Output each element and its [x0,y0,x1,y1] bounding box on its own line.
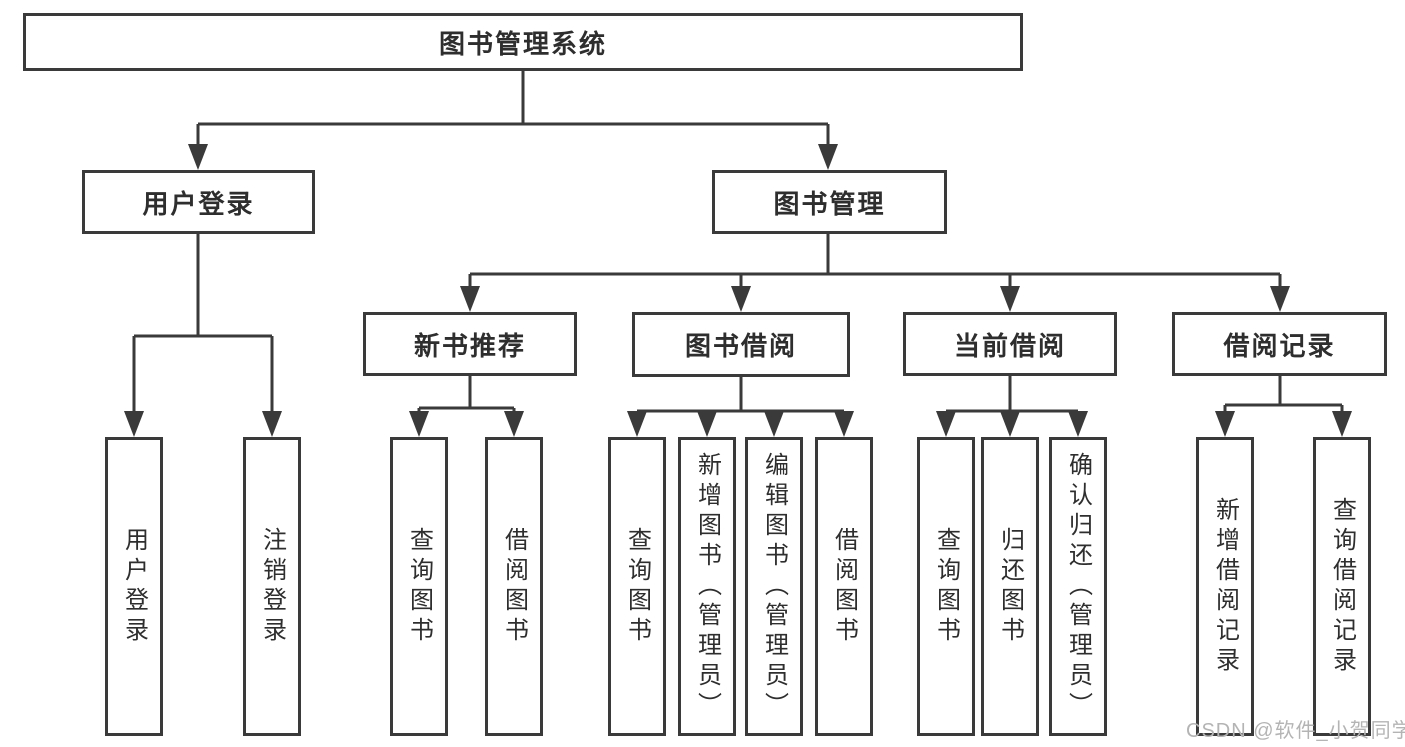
leaf-add-borrow-record: 新增借阅记录 [1196,437,1254,736]
node-user-login: 用户登录 [82,170,315,234]
node-current-borrowing: 当前借阅 [903,312,1117,376]
leaf-return-book: 归还图书 [981,437,1039,736]
leaf-borrow-book-recommend: 借阅图书 [485,437,543,736]
csdn-watermark: CSDN @软件_小贺同学 [1186,720,1405,742]
node-borrow-records: 借阅记录 [1172,312,1387,376]
leaf-logout: 注销登录 [243,437,301,736]
leaf-query-book-current: 查询图书 [917,437,975,736]
leaf-query-book-borrowing: 查询图书 [608,437,666,736]
node-new-book-recommend: 新书推荐 [363,312,577,376]
leaf-confirm-return-admin: 确认归还（管理员） [1049,437,1107,736]
leaf-borrow-book-borrowing: 借阅图书 [815,437,873,736]
leaf-edit-book-admin: 编辑图书（管理员） [745,437,803,736]
leaf-user-login: 用户登录 [105,437,163,736]
leaf-query-borrow-record: 查询借阅记录 [1313,437,1371,736]
node-book-borrowing: 图书借阅 [632,312,850,377]
node-root-system: 图书管理系统 [23,13,1023,71]
leaf-add-book-admin: 新增图书（管理员） [678,437,736,736]
leaf-query-book-recommend: 查询图书 [390,437,448,736]
node-book-management: 图书管理 [712,170,947,234]
